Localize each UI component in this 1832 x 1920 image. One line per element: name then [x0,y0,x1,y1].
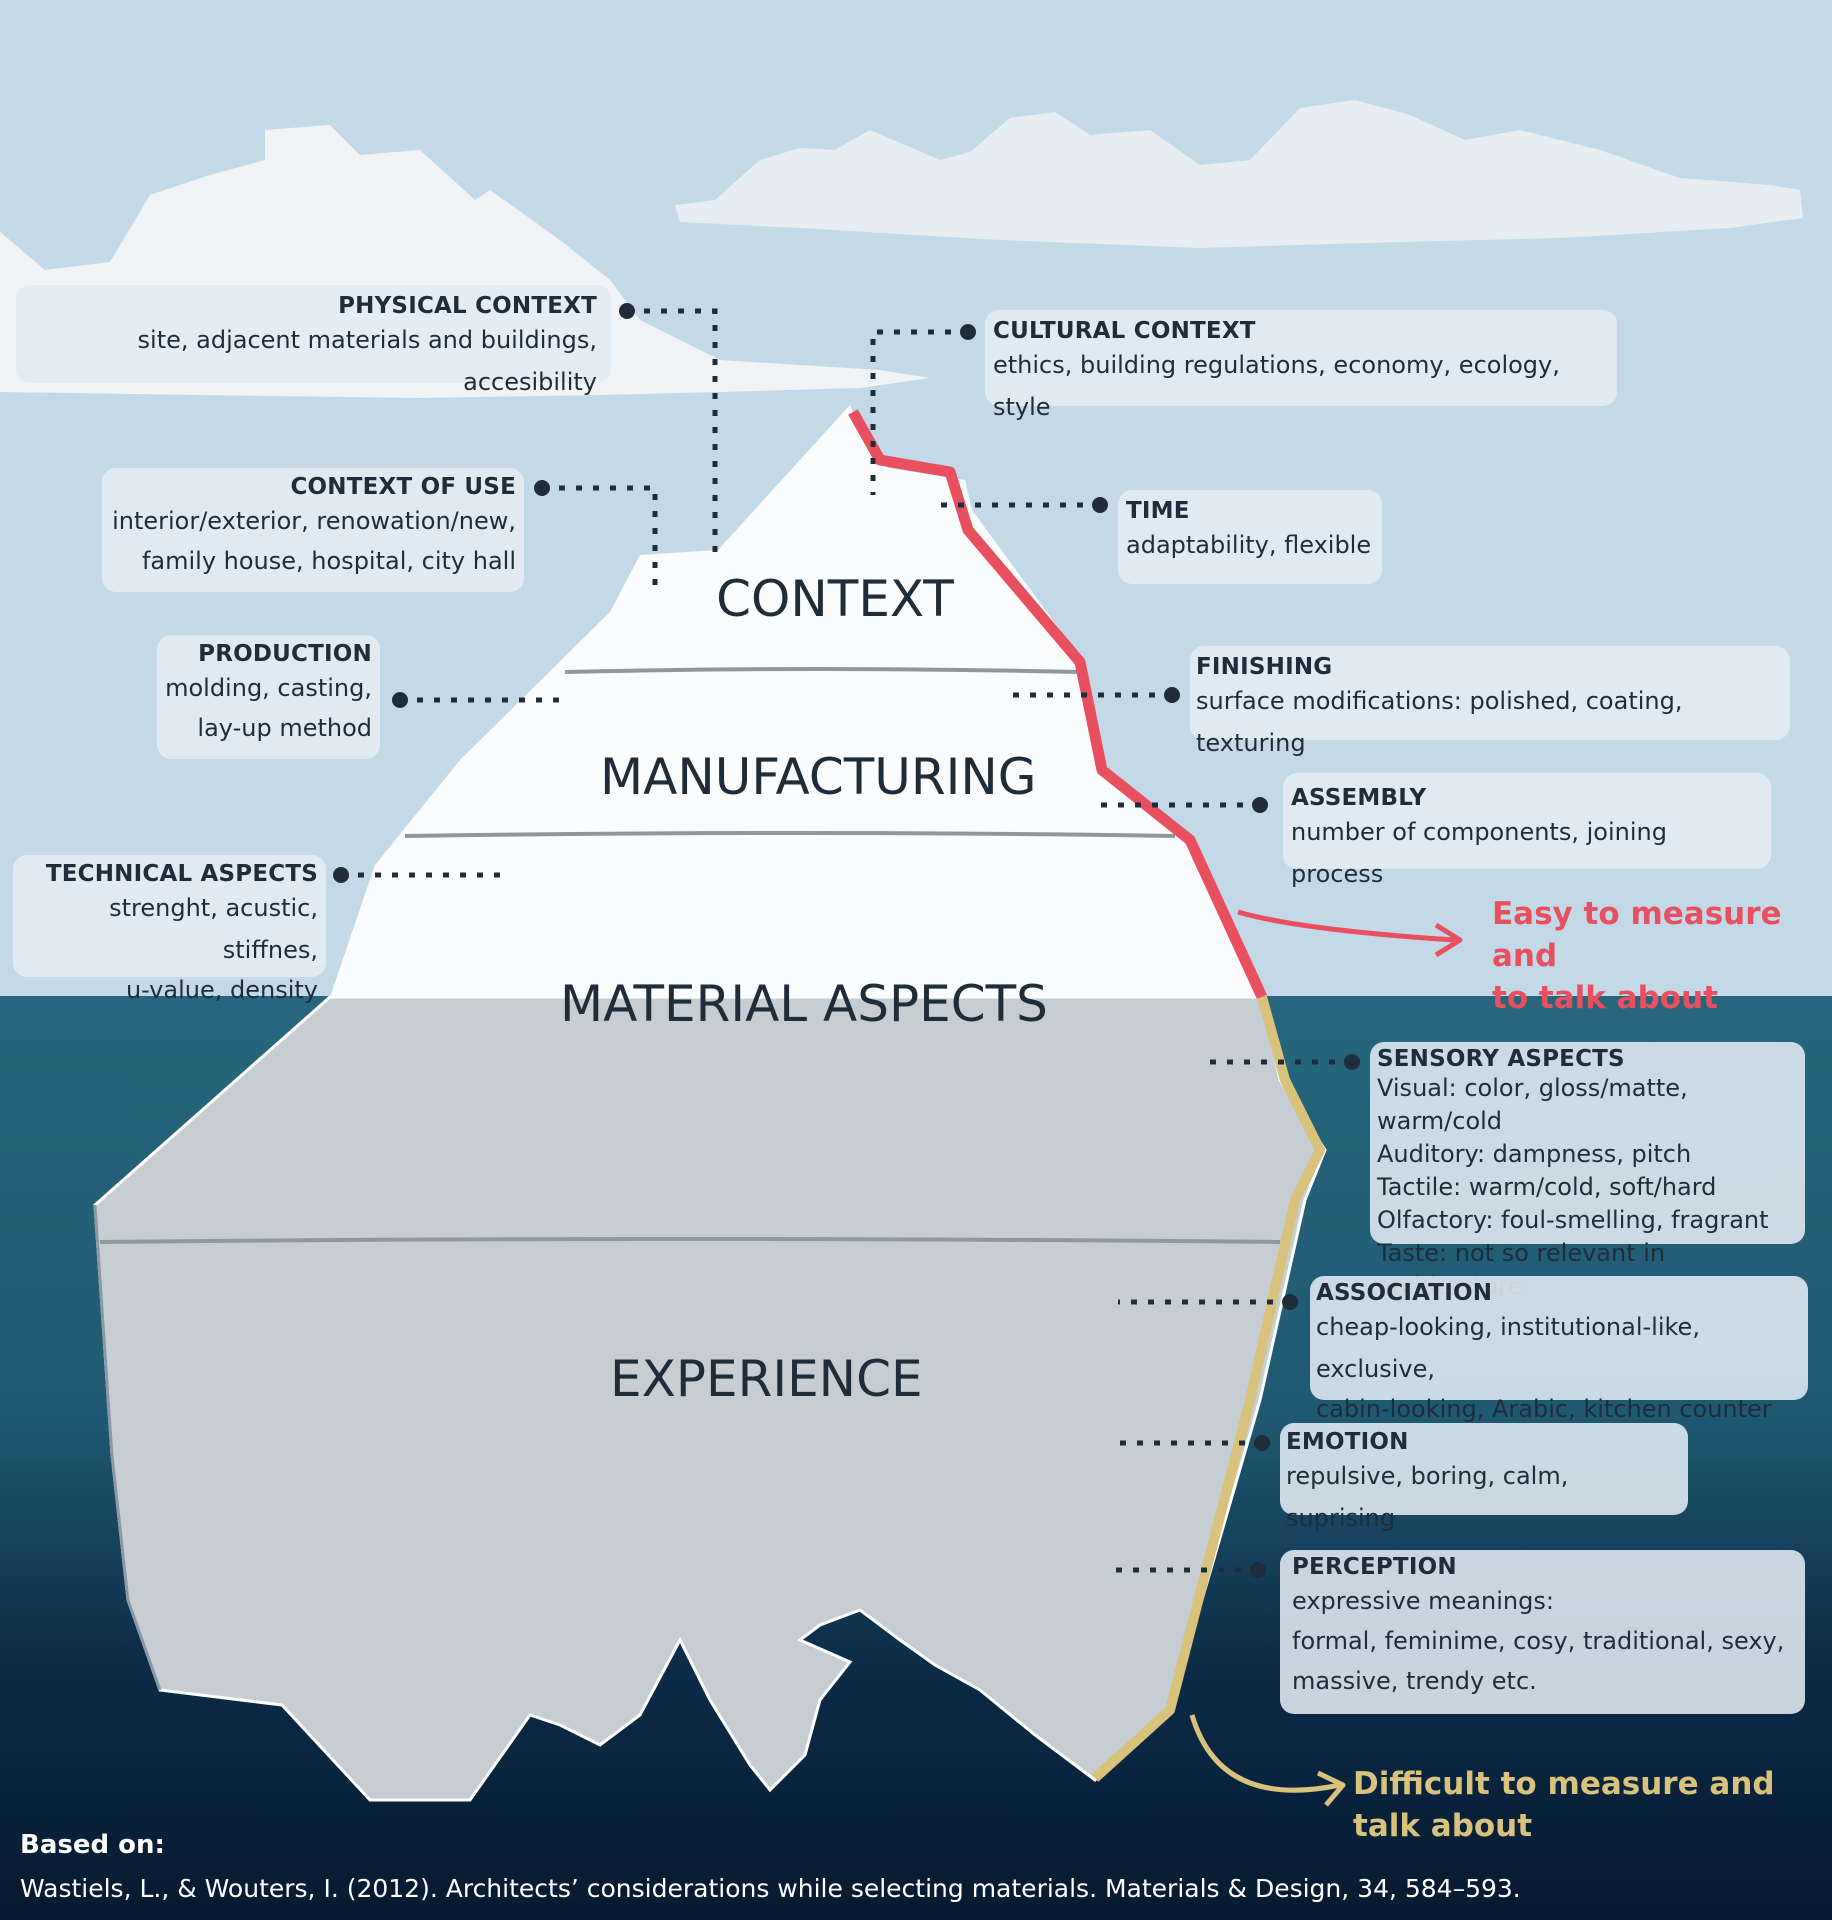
production-line-2: lay-up method [197,714,372,742]
perception-line-3: massive, trendy etc. [1292,1667,1537,1695]
easy-arrow [1237,909,1456,943]
technical-aspects-line-1: strenght, acustic, stiffnes, [109,894,318,964]
production-title: PRODUCTION [198,641,372,667]
annotation-easy-line-1: Easy to measure and [1492,896,1782,974]
difficult-arrow [1189,1714,1341,1793]
perception-line-2: formal, feminime, cosy, traditional, sex… [1292,1627,1785,1655]
label-context-of-use: CONTEXT OF USE interior/exterior, renowa… [102,468,524,592]
sensory-olfactory: Olfactory: foul-smelling, fragrant [1377,1206,1769,1234]
dot-time [1092,497,1108,513]
technical-aspects-line-2: u-value, density [125,976,318,1004]
assembly-title: ASSEMBLY [1291,785,1427,811]
difficult-arrowhead [1316,1770,1346,1807]
dot-emotion [1254,1435,1270,1451]
connector-physical-context [627,308,718,555]
divider-context-manufacturing [564,667,1081,674]
underwater-shadow [93,1204,162,1691]
divider-material-experience [99,1237,1281,1244]
dot-finishing [1164,687,1180,703]
annotation-difficult: Difficult to measure and talk about [1353,1763,1775,1847]
label-time: TIME adaptability, flexible [1118,490,1382,584]
dot-sensory-aspects [1344,1054,1360,1070]
label-sensory-aspects: SENSORY ASPECTS Visual: color, gloss/mat… [1370,1042,1805,1300]
dot-technical-aspects [333,867,349,883]
sensory-auditory: Auditory: dampness, pitch [1377,1140,1692,1168]
dot-association [1282,1294,1298,1310]
annotation-difficult-line-2: talk about [1353,1808,1533,1844]
layer-manufacturing: MANUFACTURING [600,748,1037,806]
emotion-title: EMOTION [1286,1429,1409,1455]
connector-context-of-use [542,485,658,590]
time-desc: adaptability, flexible [1126,531,1372,559]
dot-production [392,692,408,708]
finishing-title: FINISHING [1196,654,1333,680]
label-cultural-context: CULTURAL CONTEXT ethics, building regula… [985,310,1617,421]
divider-manufacturing-material [404,831,1176,838]
layer-context: CONTEXT [716,570,954,628]
sensory-aspects-title: SENSORY ASPECTS [1377,1046,1625,1072]
context-of-use-line-2: family house, hospital, city hall [141,547,516,575]
difficult-edge-line [1091,995,1325,1782]
easy-edge-line [848,409,1267,1000]
context-of-use-title: CONTEXT OF USE [290,474,516,500]
iceberg-above [330,405,1262,997]
perception-title: PERCEPTION [1292,1554,1457,1580]
cultural-context-desc: ethics, building regulations, economy, e… [993,351,1560,421]
perception-line-1: expressive meanings: [1292,1587,1554,1615]
technical-aspects-title: TECHNICAL ASPECTS [45,861,318,887]
time-title: TIME [1126,498,1190,524]
label-finishing: FINISHING surface modifications: polishe… [1190,646,1790,757]
sensory-visual: Visual: color, gloss/matte, warm/cold [1377,1074,1688,1135]
association-line-1: cheap-looking, institutional-like, exclu… [1316,1313,1700,1383]
label-association: ASSOCIATION cheap-looking, institutional… [1310,1276,1808,1423]
association-line-2: cabin-looking, Arabic, kitchen counter [1316,1395,1772,1423]
source-heading: Based on: [20,1830,165,1860]
dot-assembly [1252,797,1268,813]
cultural-context-title: CULTURAL CONTEXT [993,318,1256,344]
layer-experience: EXPERIENCE [610,1350,923,1408]
dot-physical-context [619,303,635,319]
label-emotion: EMOTION repulsive, boring, calm, suprisi… [1280,1423,1688,1532]
label-physical-context: PHYSICAL CONTEXT site, adjacent material… [16,285,611,396]
finishing-desc: surface modifications: polished, coating… [1196,687,1683,757]
source-citation: Wastiels, L., & Wouters, I. (2012). Arch… [20,1874,1521,1903]
label-assembly: ASSEMBLY number of components, joining p… [1283,773,1771,888]
label-production: PRODUCTION molding, casting, lay-up meth… [157,635,380,759]
emotion-desc: repulsive, boring, calm, suprising [1286,1462,1569,1532]
easy-arrowhead [1434,922,1463,958]
physical-context-desc: site, adjacent materials and buildings, … [137,326,597,396]
layer-material-aspects: MATERIAL ASPECTS [560,975,1048,1033]
context-of-use-line-1: interior/exterior, renowation/new, [112,507,516,535]
annotation-easy: Easy to measure and to talk about [1492,893,1832,1019]
dot-cultural-context [960,324,976,340]
physical-context-title: PHYSICAL CONTEXT [338,293,597,319]
dot-context-of-use [534,480,550,496]
annotation-difficult-line-1: Difficult to measure and [1353,1766,1775,1802]
label-perception: PERCEPTION expressive meanings: formal, … [1280,1550,1805,1714]
association-title: ASSOCIATION [1316,1280,1493,1306]
cloud-right [675,100,1803,248]
production-line-1: molding, casting, [165,674,372,702]
dot-perception [1250,1562,1266,1578]
assembly-desc: number of components, joining process [1291,818,1667,888]
sensory-tactile: Tactile: warm/cold, soft/hard [1377,1173,1717,1201]
label-technical-aspects: TECHNICAL ASPECTS strenght, acustic, sti… [13,855,326,1004]
annotation-easy-line-2: to talk about [1492,980,1718,1016]
